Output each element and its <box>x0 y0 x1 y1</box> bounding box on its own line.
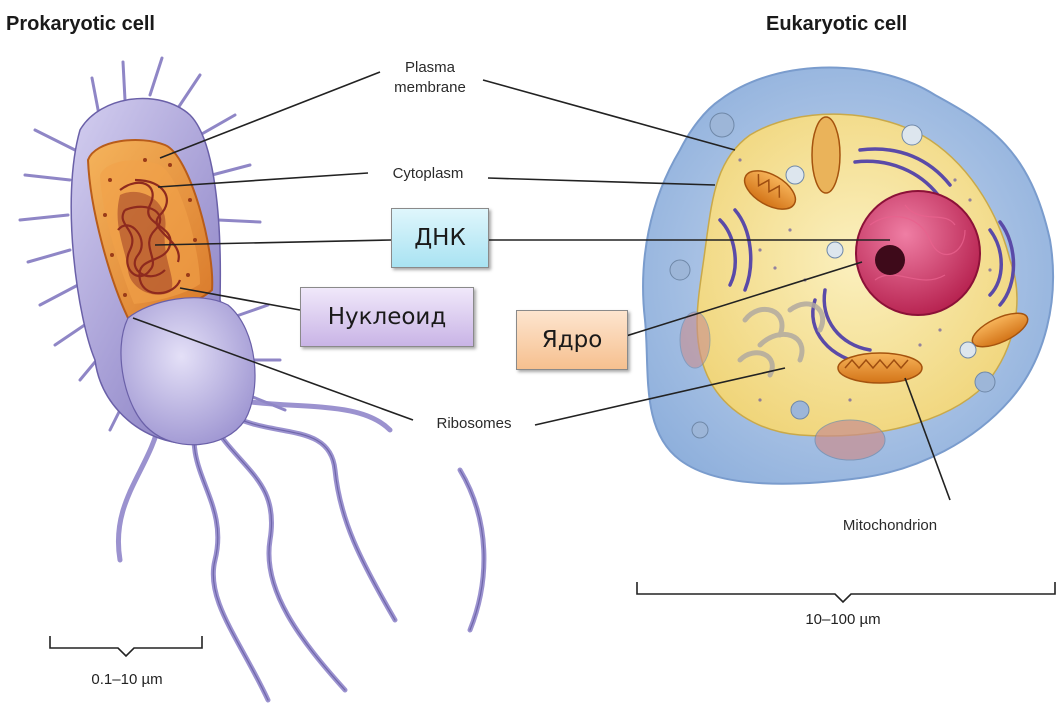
label-mitochondrion: Mitochondrion <box>843 517 937 534</box>
prokaryotic-cell-title: Prokaryotic cell <box>6 13 155 35</box>
nucleolus <box>875 245 905 275</box>
eukaryotic-cell-title: Eukaryotic cell <box>766 13 907 35</box>
eukaryotic-cell <box>643 68 1053 484</box>
callout-dna: ДНК <box>391 208 489 268</box>
label-plasma-membrane-line1: Plasma <box>405 59 456 76</box>
prokaryote-scale-bar <box>50 636 202 656</box>
label-ribosomes: Ribosomes <box>436 415 511 432</box>
label-plasma-membrane-line2: membrane <box>394 79 466 96</box>
callout-nucleoid: Нуклеоид <box>300 287 474 347</box>
eukaryote-scale-label: 10–100 µm <box>805 611 880 628</box>
label-cytoplasm: Cytoplasm <box>393 165 464 182</box>
callout-nucleoid-text: Нуклеоид <box>328 304 447 330</box>
nucleus <box>856 191 980 315</box>
callout-nucleus-text: Ядро <box>542 327 603 353</box>
callout-dna-text: ДНК <box>414 225 466 251</box>
prokaryote-scale-label: 0.1–10 µm <box>91 671 162 688</box>
prokaryotic-cell <box>20 58 484 700</box>
callout-nucleus: Ядро <box>516 310 628 370</box>
eukaryote-scale-bar <box>637 582 1055 602</box>
flagella <box>118 400 484 700</box>
